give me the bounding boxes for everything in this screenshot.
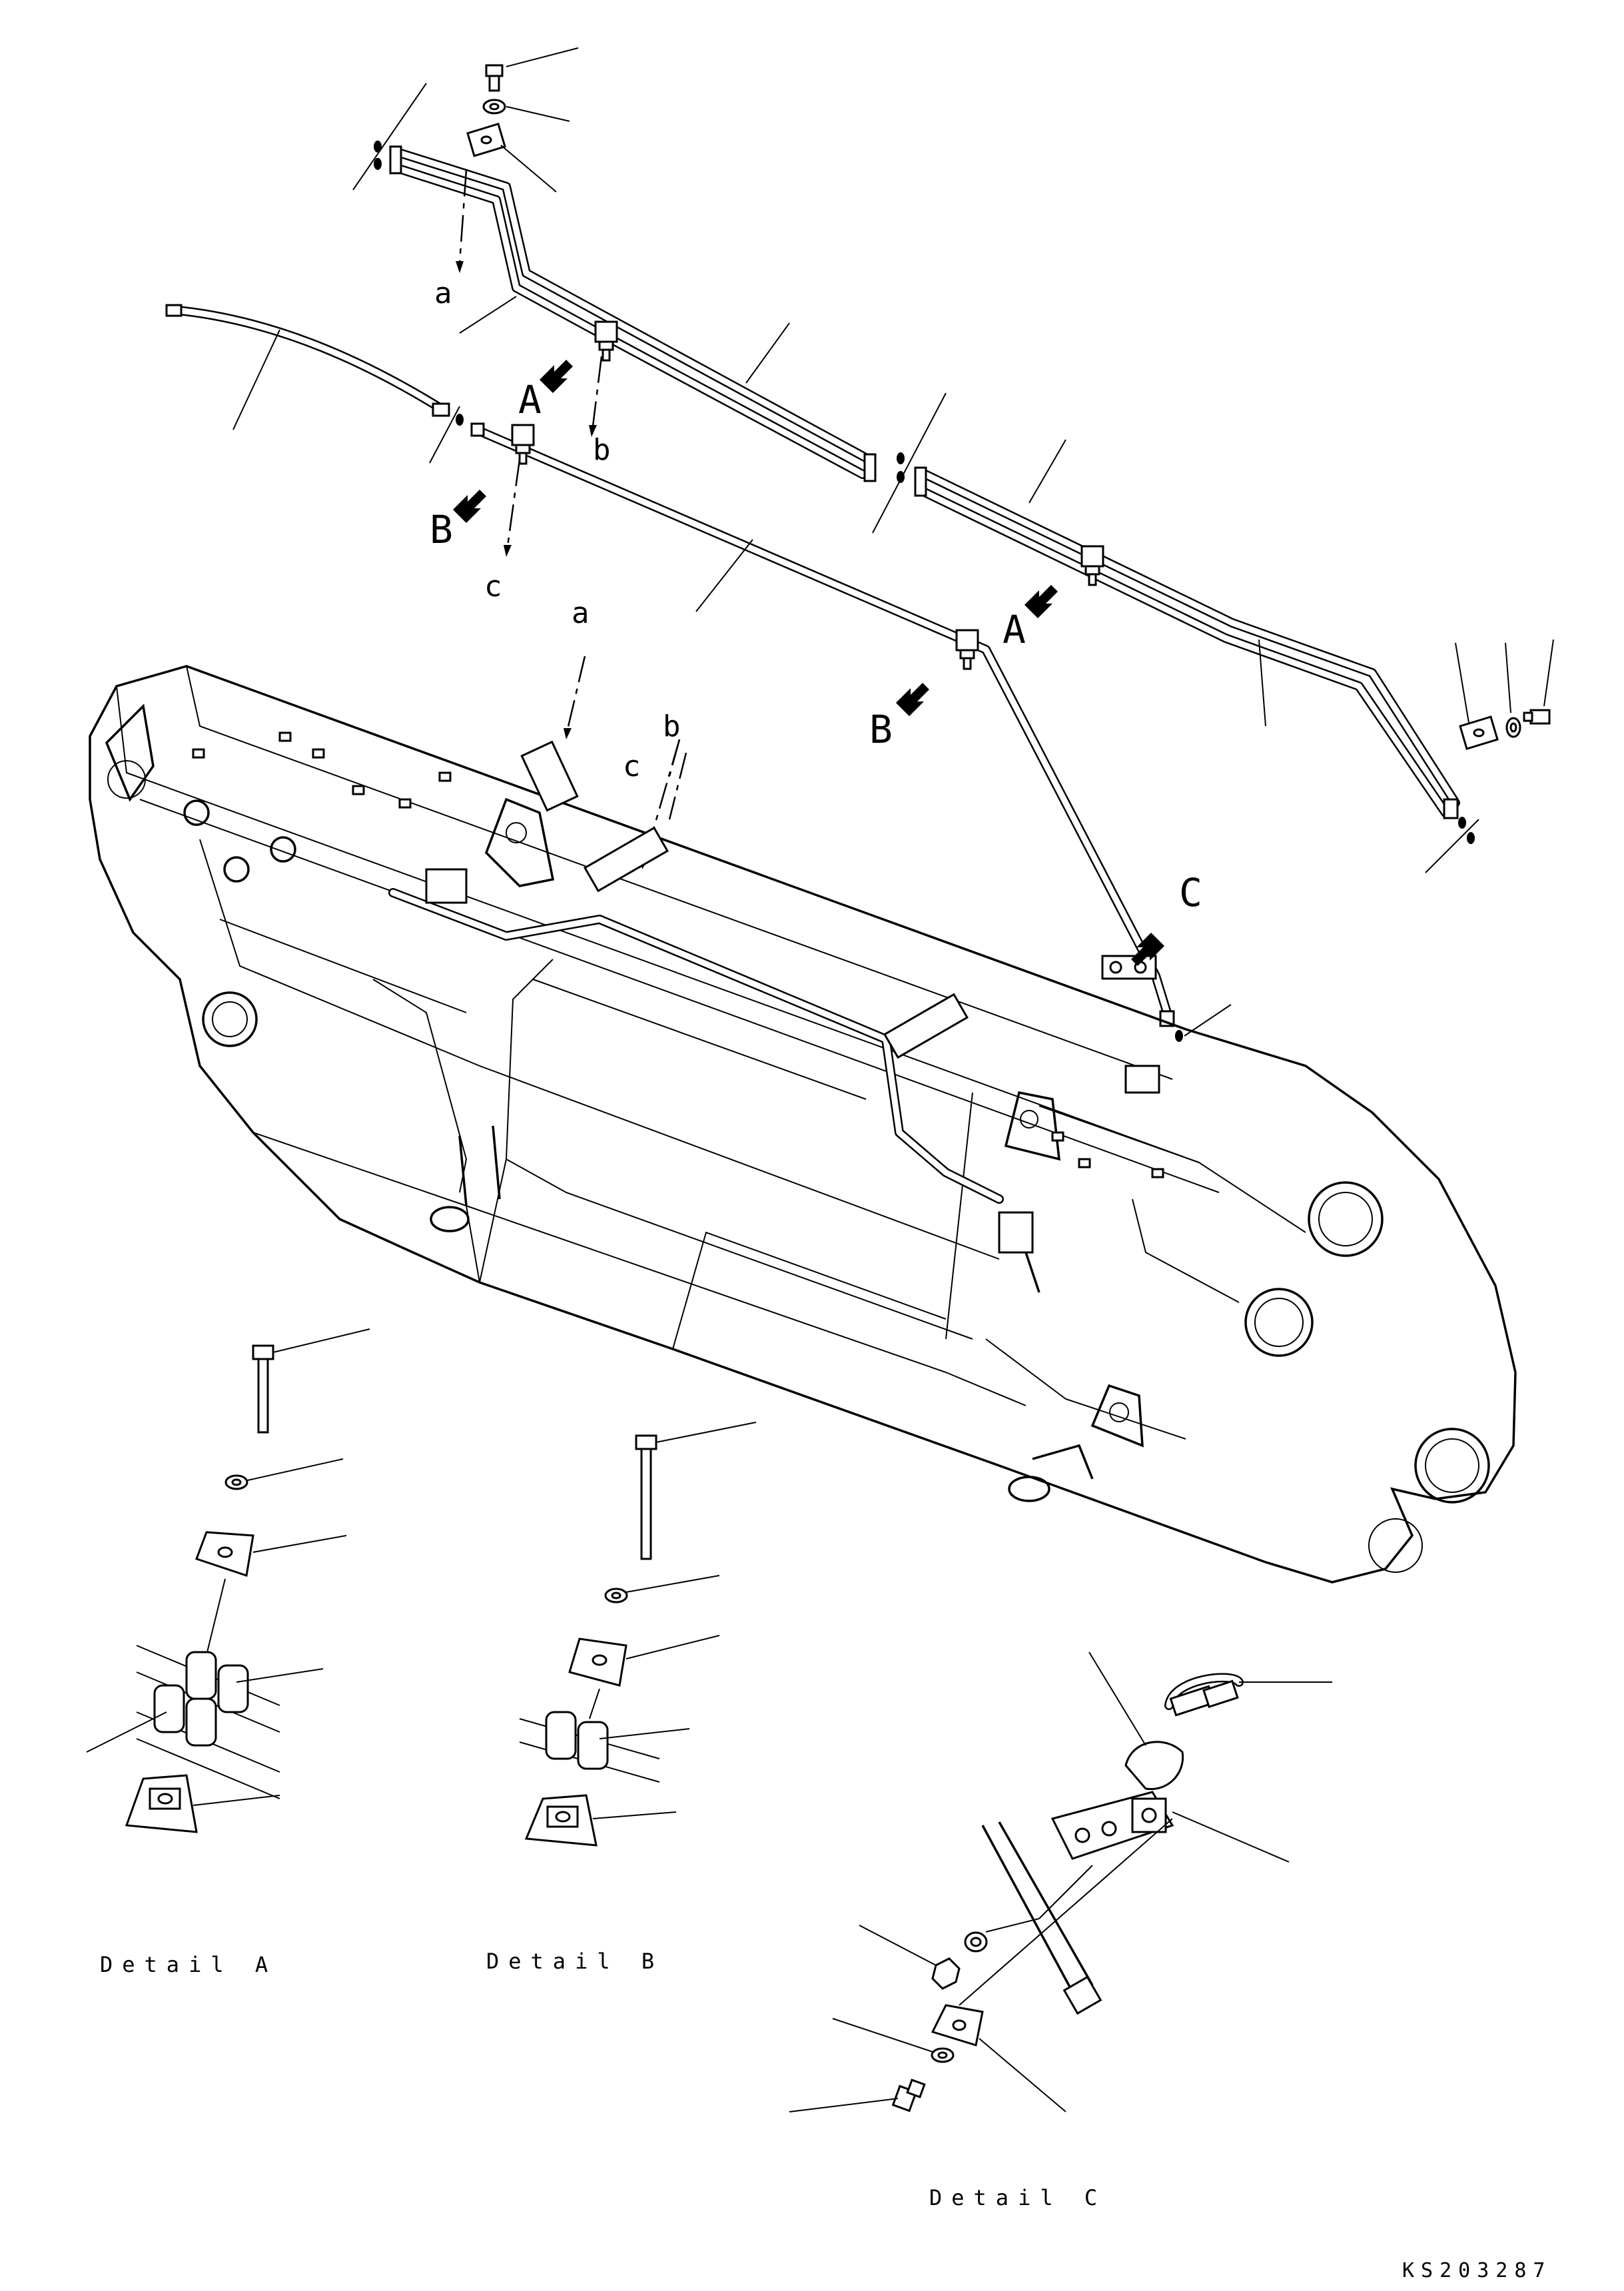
view-label-a-upper: A — [518, 377, 542, 422]
view-label-b-upper: B — [430, 507, 453, 552]
boom-tube-routing — [388, 740, 1160, 1293]
detail-c — [789, 1651, 1332, 2112]
detail-c-caption: Detail C — [929, 2185, 1106, 2210]
view-arrow-b-right — [896, 683, 929, 716]
drawing-code: KS203287 — [1402, 2259, 1552, 2282]
callout-a-boom: a — [572, 596, 590, 630]
view-arrow-a-right — [1024, 585, 1058, 618]
callout-b-upper: b — [593, 433, 611, 467]
callout-c-upper: c — [484, 570, 502, 604]
view-label-b-right: B — [869, 707, 893, 752]
callout-b-boom: b — [663, 709, 681, 743]
view-label-c: C — [1179, 870, 1202, 915]
tube-clamp-b-right — [955, 629, 979, 670]
right-bolt — [1523, 709, 1551, 725]
upper-double-tube — [389, 145, 877, 482]
callout-c-boom: c — [623, 749, 641, 783]
right-plate — [1459, 715, 1499, 750]
top-plate — [466, 123, 506, 157]
detail-a — [86, 1328, 370, 1833]
view-arrow-a-upper — [540, 360, 573, 393]
detail-a-caption: Detail A — [100, 1952, 277, 1977]
detail-b — [519, 1422, 757, 1847]
boom-arm — [89, 665, 1517, 1584]
view-label-a-right: A — [1003, 607, 1026, 652]
view-arrow-b-upper — [453, 490, 486, 523]
right-washer — [1505, 717, 1521, 738]
tube-clamp-a-upper — [594, 320, 618, 362]
top-washer — [482, 99, 506, 115]
top-bolt — [485, 64, 504, 92]
left-hose — [165, 304, 450, 417]
upper-right-double-tube — [914, 466, 1460, 819]
tube-clamp-c — [1101, 955, 1157, 980]
single-long-tube — [470, 422, 1175, 1027]
detail-b-caption: Detail B — [486, 1949, 663, 1974]
callout-a-upper: a — [434, 276, 452, 310]
leader-lines-top — [232, 47, 1554, 1037]
dashed-pointers — [456, 169, 687, 869]
